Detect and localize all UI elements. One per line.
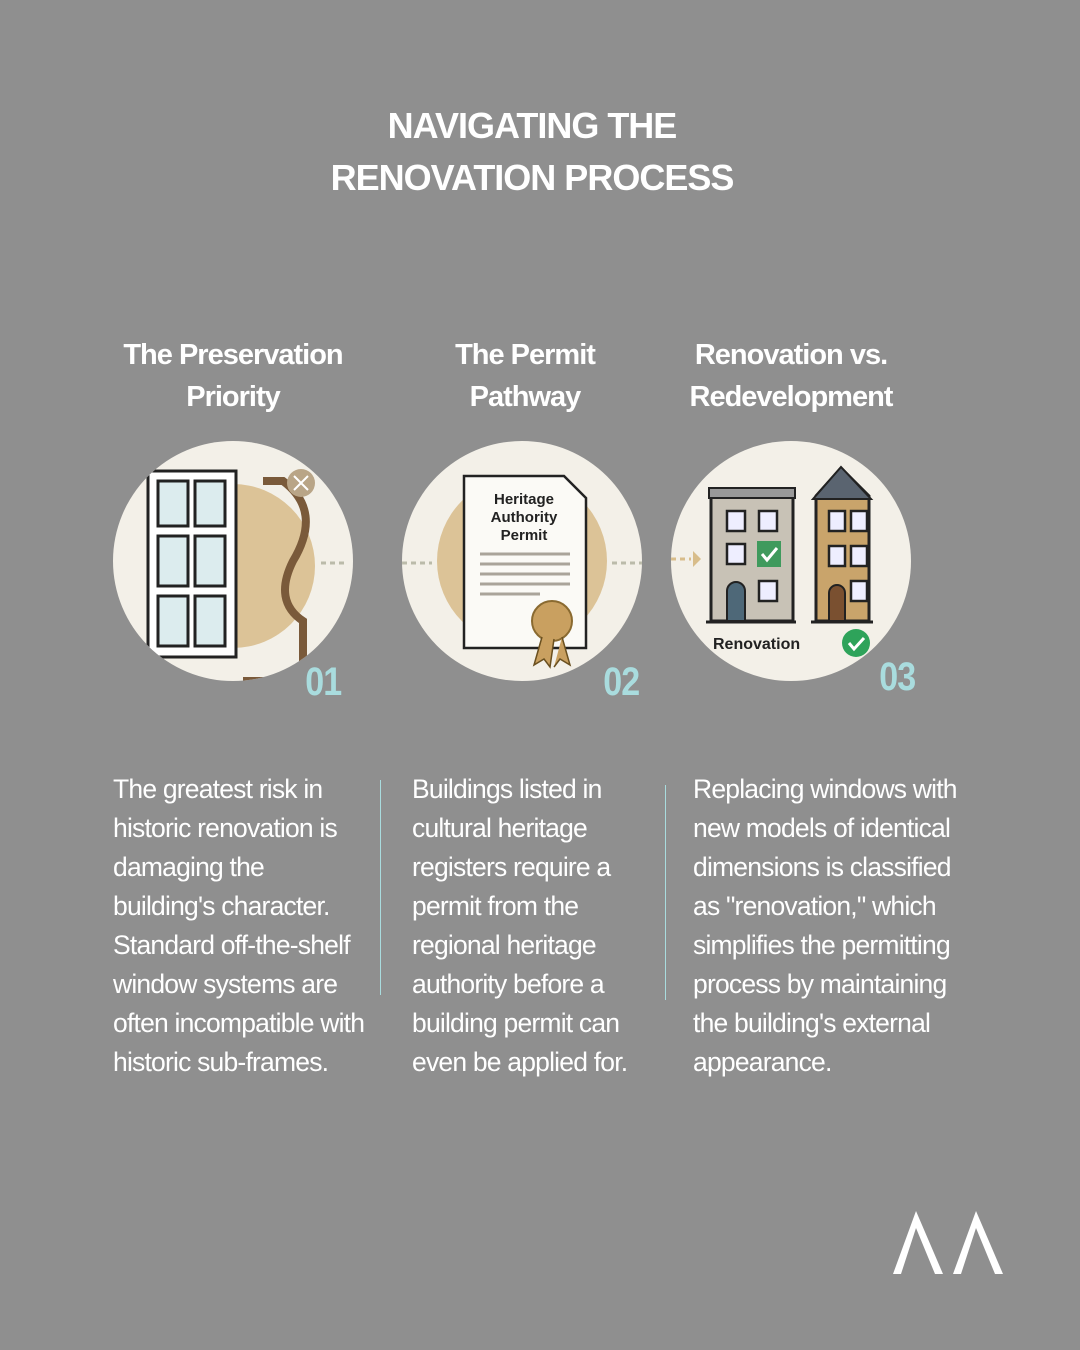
page-title: NAVIGATING THE RENOVATION PROCESS bbox=[0, 100, 1064, 204]
svg-text:Authority: Authority bbox=[491, 509, 558, 526]
svg-text:Heritage: Heritage bbox=[494, 491, 554, 508]
window-frame-illustration bbox=[113, 441, 353, 681]
heading-line: Renovation vs. bbox=[694, 339, 888, 371]
svg-text:Permit: Permit bbox=[501, 527, 548, 544]
step-2-body: Buildings listed in cultural heritage re… bbox=[412, 774, 628, 1077]
step-number: 03 bbox=[879, 655, 916, 699]
heading-line: Priority bbox=[186, 381, 281, 413]
brand-logo-icon bbox=[893, 1211, 1003, 1274]
seal-icon bbox=[531, 600, 573, 642]
divider bbox=[665, 785, 666, 1000]
check-icon bbox=[842, 629, 870, 657]
step-3-body: Replacing windows with new models of ide… bbox=[693, 774, 958, 1077]
permit-document-illustration: Heritage Authority Permit bbox=[402, 441, 642, 681]
step-3-heading: Renovation vs. Redevelopment bbox=[651, 334, 931, 418]
step-number: 01 bbox=[305, 660, 342, 704]
title-line-1: NAVIGATING THE bbox=[387, 105, 678, 146]
heading-line: The Preservation bbox=[123, 339, 343, 371]
step-1-body: The greatest risk in historic renovation… bbox=[113, 774, 365, 1077]
svg-text:Renovation: Renovation bbox=[713, 636, 800, 653]
step-number: 02 bbox=[603, 660, 640, 704]
heading-line: Pathway bbox=[469, 381, 582, 413]
divider bbox=[380, 780, 381, 995]
heading-line: The Permit bbox=[455, 339, 596, 371]
buildings-illustration: Renovation bbox=[671, 441, 911, 681]
heading-line: Redevelopment bbox=[689, 381, 894, 413]
title-line-2: RENOVATION PROCESS bbox=[330, 157, 735, 198]
